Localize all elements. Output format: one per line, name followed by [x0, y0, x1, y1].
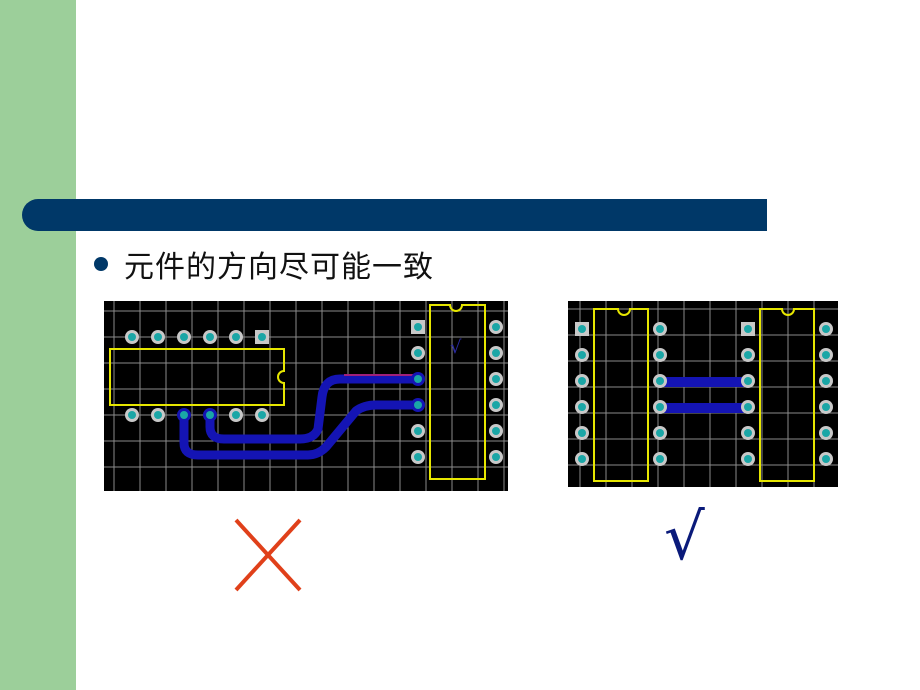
pad-hole	[744, 429, 752, 437]
pad-hole	[656, 403, 664, 411]
title-bar	[22, 199, 767, 231]
pad-hole	[154, 411, 162, 419]
pad-hole	[492, 375, 500, 383]
small-check-mark: √	[450, 337, 462, 358]
pad-hole	[578, 325, 586, 333]
trace	[660, 403, 748, 413]
sidebar	[0, 0, 76, 690]
pcb-wrong-layout: √	[104, 301, 508, 491]
pad-hole	[656, 325, 664, 333]
pad-hole	[822, 455, 830, 463]
trace	[179, 400, 418, 460]
pad-hole	[656, 351, 664, 359]
pad-hole	[822, 351, 830, 359]
pad-hole	[492, 453, 500, 461]
bullet-text: 元件的方向尽可能一致	[124, 250, 434, 285]
pad-hole	[578, 351, 586, 359]
pad-hole	[822, 403, 830, 411]
pad-hole	[656, 429, 664, 437]
pad-hole	[492, 401, 500, 409]
pad-hole	[206, 333, 214, 341]
pad-hole	[258, 333, 266, 341]
ic-vertical-outline	[429, 304, 486, 480]
pad-hole	[414, 427, 422, 435]
pad-hole	[744, 455, 752, 463]
pad-hole	[414, 401, 422, 409]
right-mark: √	[664, 501, 705, 575]
pad-hole	[414, 349, 422, 357]
pad-hole	[578, 403, 586, 411]
pad-hole	[180, 411, 188, 419]
pad-hole	[128, 333, 136, 341]
pad-hole	[414, 323, 422, 331]
ic-right-outline	[759, 308, 815, 482]
pad-hole	[128, 411, 136, 419]
pad-hole	[822, 429, 830, 437]
pad-hole	[258, 411, 266, 419]
pad-hole	[414, 453, 422, 461]
pad-hole	[744, 325, 752, 333]
pad-hole	[822, 377, 830, 385]
bullet-item: 元件的方向尽可能一致	[94, 244, 434, 285]
wrong-mark	[234, 518, 302, 592]
pad-hole	[206, 411, 214, 419]
pad-hole	[492, 349, 500, 357]
pad-hole	[180, 333, 188, 341]
trace	[205, 374, 418, 444]
pad-hole	[656, 455, 664, 463]
pad-hole	[744, 351, 752, 359]
pad-hole	[492, 427, 500, 435]
pcb-right-layout	[568, 301, 838, 487]
pad-hole	[492, 323, 500, 331]
pad-hole	[744, 403, 752, 411]
pad-hole	[232, 411, 240, 419]
trace	[660, 377, 748, 387]
pad-hole	[578, 429, 586, 437]
pad-hole	[822, 325, 830, 333]
bullet-dot	[94, 257, 108, 271]
ic-left-outline	[593, 308, 649, 482]
pad-hole	[414, 375, 422, 383]
pad-hole	[578, 455, 586, 463]
pad-hole	[656, 377, 664, 385]
pad-hole	[232, 333, 240, 341]
pad-hole	[154, 333, 162, 341]
pad-hole	[578, 377, 586, 385]
ic-horizontal-outline	[109, 348, 285, 406]
pad-hole	[744, 377, 752, 385]
